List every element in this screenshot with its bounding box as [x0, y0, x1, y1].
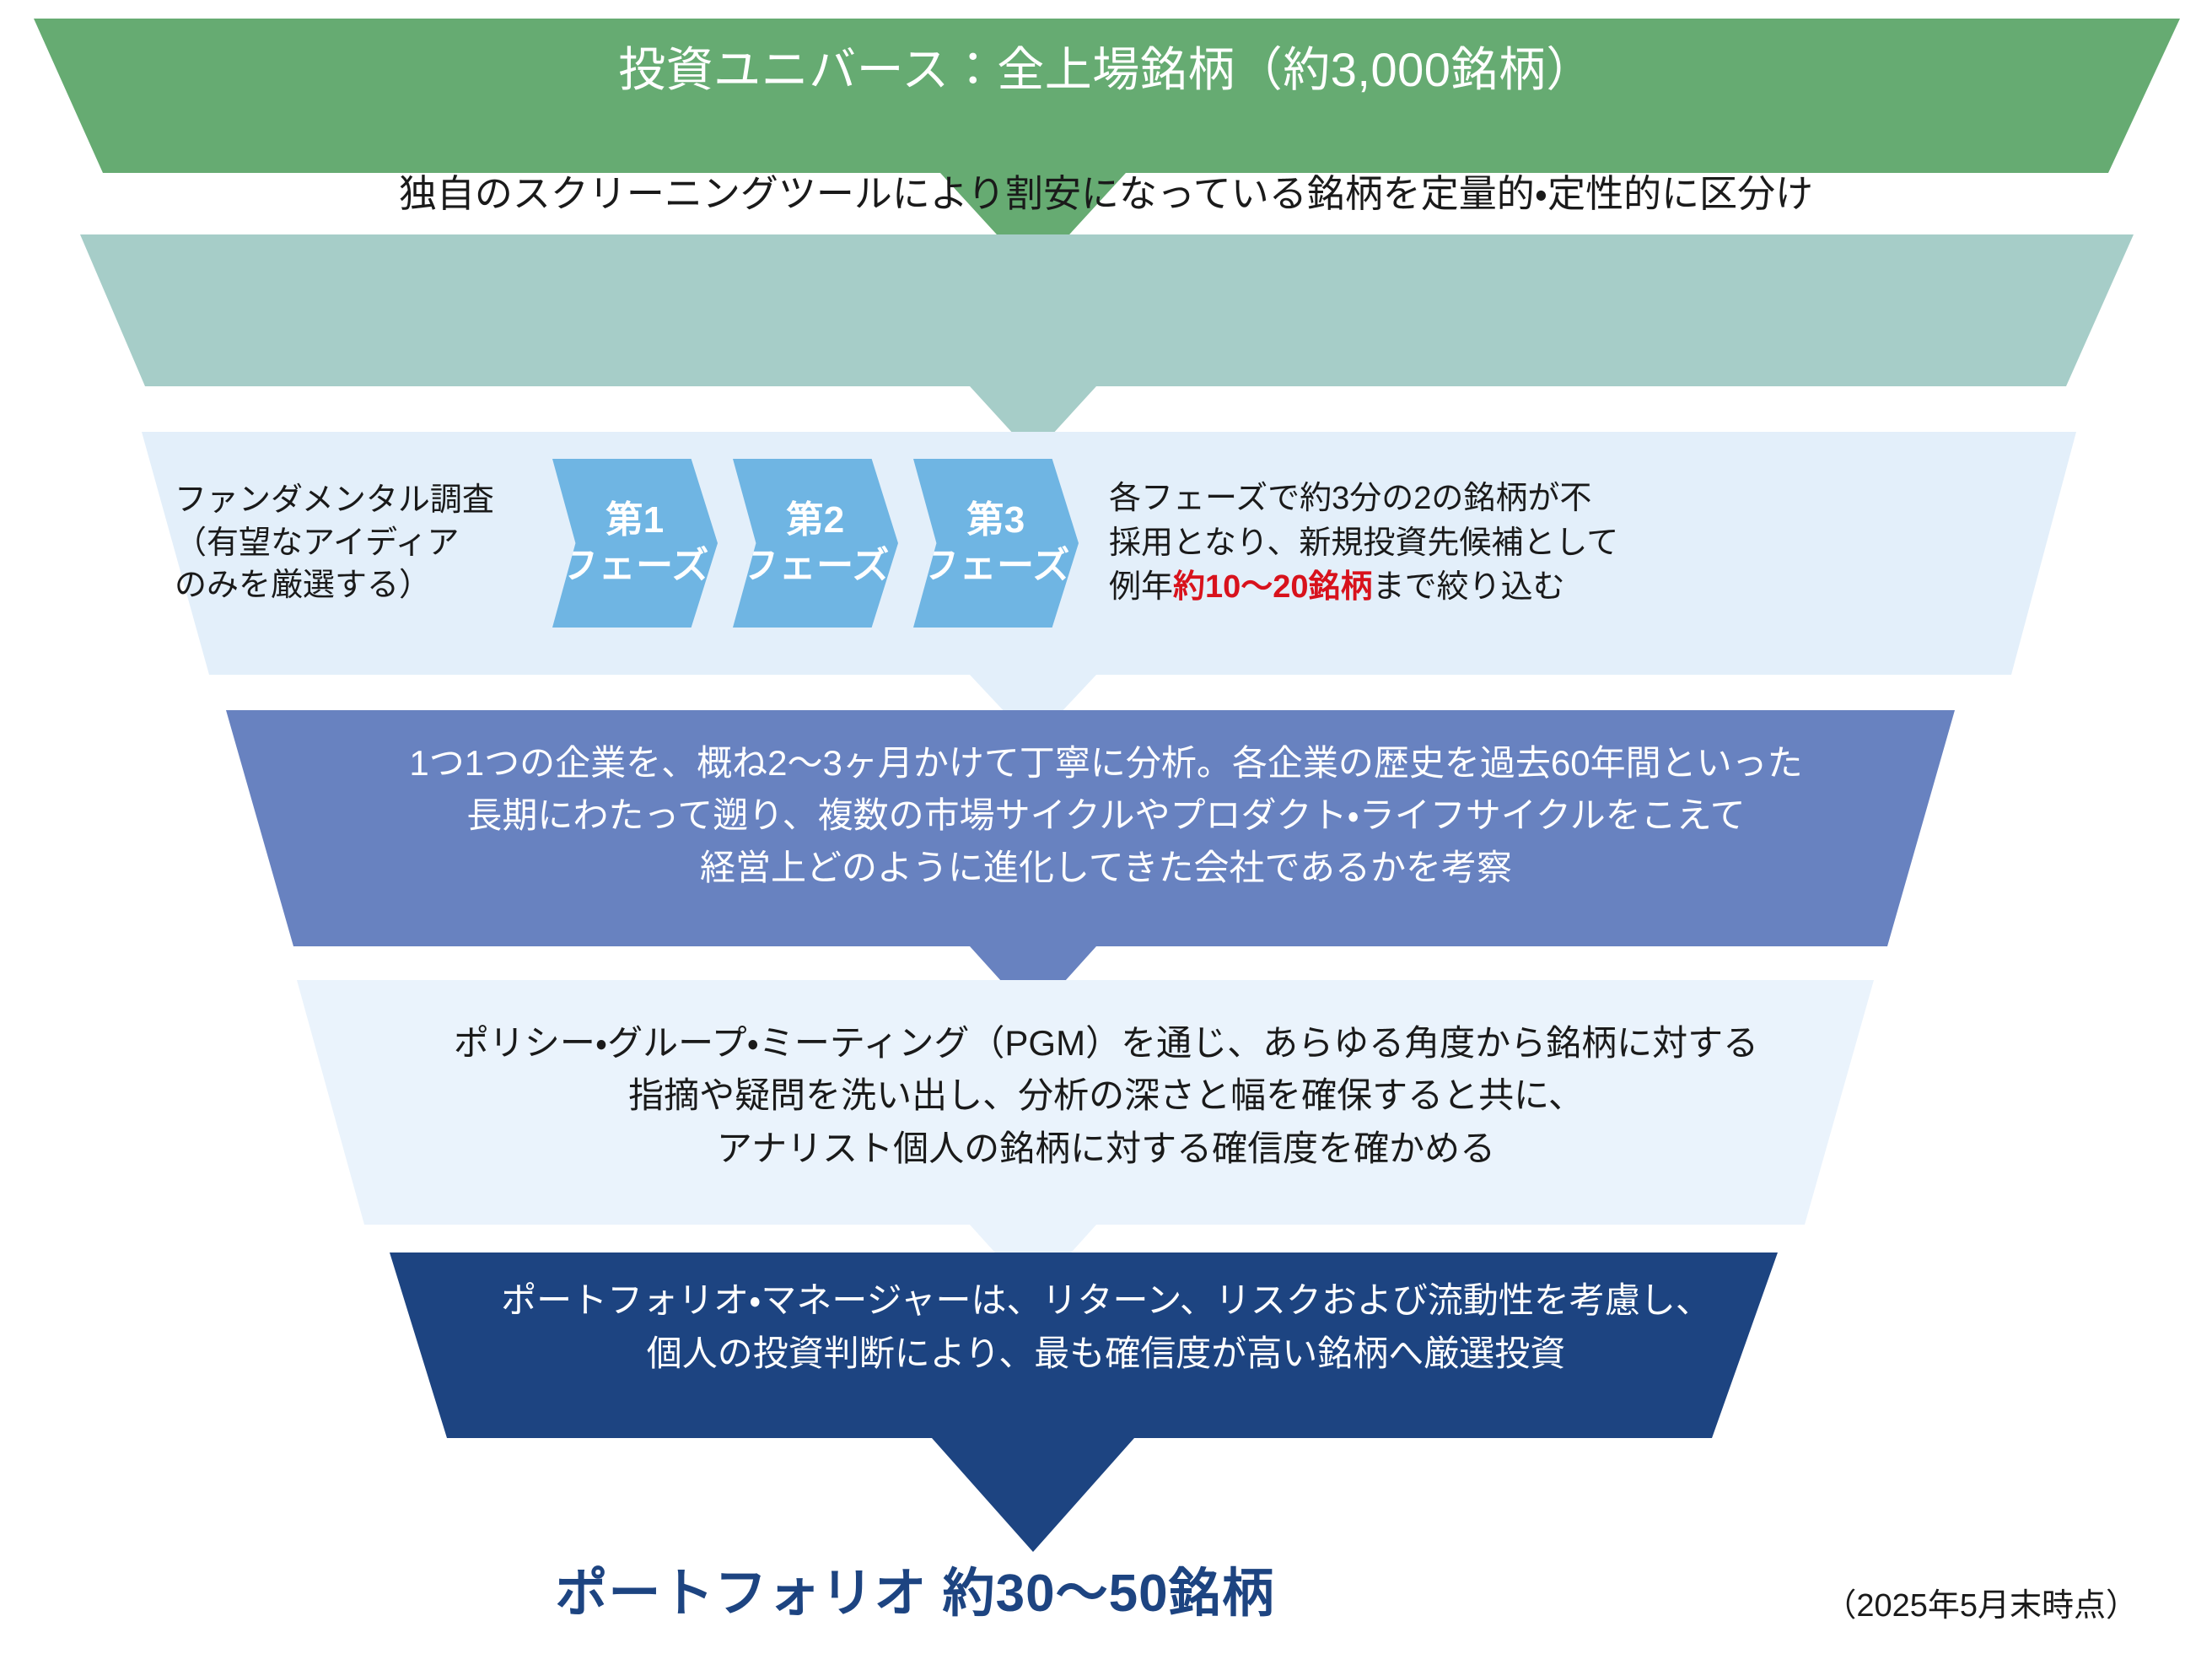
phase-outcome-highlight: 約10〜20銘柄: [1173, 569, 1373, 606]
band-shape-policy-group-meeting: [297, 980, 1874, 1295]
band-shape-portfolio-manager-decision: [390, 1252, 1778, 1552]
phase-chevron-3[interactable]: 第3 フェーズ: [913, 459, 1079, 628]
fundamental-research-label-line-3: のみを厳選する）: [175, 568, 432, 604]
fundamental-research-label: ファンダメンタル調査 （有望なアイディア のみを厳選する）: [148, 479, 544, 607]
phase-chevron-1[interactable]: 第1 フェーズ: [552, 459, 718, 628]
phase-3-number: 第3: [966, 499, 1025, 541]
phase-chevron-2[interactable]: 第2 フェーズ: [733, 459, 898, 628]
band-content-fundamental-research: ファンダメンタル調査 （有望なアイディア のみを厳選する） 第1 フェーズ 第2…: [148, 445, 2079, 641]
phase-1-number: 第1: [605, 499, 665, 541]
phase-1-label: フェーズ: [561, 545, 709, 586]
phase-chevron-group: 第1 フェーズ 第2 フェーズ 第3 フェーズ: [552, 459, 1079, 628]
phase-outcome-line-3-prefix: 例年: [1109, 569, 1174, 606]
band-shape-deep-company-analysis: [226, 710, 1955, 1016]
phase-outcome-line-3: 例年約10〜20銘柄まで絞り込む: [1109, 565, 1618, 609]
phase-3-label: フェーズ: [922, 545, 1070, 586]
phase-2-label: フェーズ: [741, 545, 890, 586]
phase-outcome-line-1: 各フェーズで約3分の2の銘柄が不: [1109, 481, 1592, 517]
as-of-date-note: （2025年5月末時点）: [1824, 1588, 2138, 1624]
funnel-result-title: ポートフォリオ 約30〜50銘柄: [555, 1565, 1275, 1623]
band-shape-screening: [80, 234, 2134, 455]
phase-outcome-line-2: 採用となり、新規投資先候補として: [1109, 525, 1619, 561]
fundamental-research-label-line-1: ファンダメンタル調査: [175, 482, 494, 519]
band-shape-investment-universe: [34, 19, 2180, 274]
phase-outcome-line-3-suffix: まで絞り込む: [1372, 569, 1565, 606]
phase-2-number: 第2: [786, 499, 845, 541]
phase-outcome-note: 各フェーズで約3分の2の銘柄が不 採用となり、新規投資先候補として 例年約10〜…: [1109, 477, 1618, 609]
fundamental-research-label-line-2: （有望なアイディア: [175, 525, 460, 561]
